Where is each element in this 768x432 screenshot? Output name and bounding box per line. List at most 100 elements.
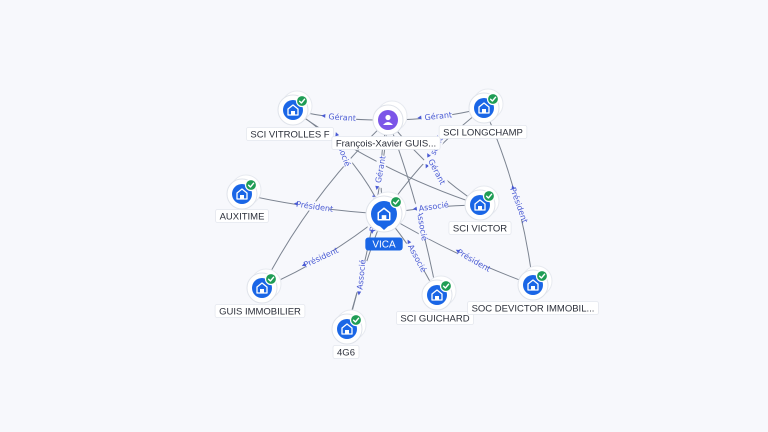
node-label-bg xyxy=(396,311,474,325)
building-door xyxy=(381,215,387,220)
arrow-icon xyxy=(455,249,461,254)
person-icon xyxy=(383,114,393,125)
arrow-icon xyxy=(412,206,418,211)
node-label-text: AUXITIME xyxy=(220,212,265,223)
building-icon xyxy=(341,323,353,335)
check-mark xyxy=(538,273,546,279)
verified-badge xyxy=(349,313,363,327)
verified-check-icon xyxy=(295,94,309,108)
check-mark xyxy=(247,182,255,188)
verified-check-icon xyxy=(482,189,496,203)
verified-check-icon xyxy=(349,313,363,327)
edge-label-text: Président xyxy=(455,247,492,274)
arrow-icon xyxy=(427,153,431,158)
node-label-text: SCI VICTOR xyxy=(453,224,507,235)
edge-label-text: Gérant xyxy=(328,111,356,123)
node-label-soc-devictor[interactable]: SOC DEVICTOR IMMOBIL... xyxy=(467,301,599,315)
building-icon xyxy=(341,323,353,335)
building-icon xyxy=(527,279,539,291)
building-icon xyxy=(236,188,248,200)
edge-label-bg xyxy=(424,153,449,187)
building-icon xyxy=(478,102,490,114)
nodes-layer xyxy=(226,88,553,345)
building-icon xyxy=(431,289,443,301)
edge-label-0: Gérant xyxy=(321,110,357,124)
edge-label-10: Président xyxy=(455,247,492,274)
node-label-vica[interactable]: VICA xyxy=(365,237,403,251)
node-label-sci-vitrolles[interactable]: SCI VITROLLES F xyxy=(246,127,334,141)
edge-label-bg xyxy=(323,110,357,124)
node-label-auxitime[interactable]: AUXITIME xyxy=(215,209,269,223)
node-label-bg xyxy=(214,304,306,318)
edge-label-bg xyxy=(414,207,430,241)
edge-label-text: Gérant xyxy=(426,157,448,186)
edge-label-11: Associé xyxy=(354,259,368,296)
building-icon xyxy=(478,102,490,114)
edge-label-9: Président xyxy=(301,245,340,270)
node-guis-immobilier[interactable] xyxy=(246,268,282,304)
edge-label-text: Président xyxy=(508,186,530,224)
check-mark xyxy=(442,283,450,289)
edge-label-text: Président xyxy=(302,245,340,270)
arrow-icon xyxy=(335,132,340,137)
person-body xyxy=(383,122,393,125)
edge-label-text: Associé xyxy=(415,210,430,242)
building-door xyxy=(240,195,244,199)
building-icon xyxy=(256,282,268,294)
node-label-bg xyxy=(215,209,269,223)
building-icon xyxy=(287,104,299,116)
building-icon xyxy=(256,282,268,294)
verified-check-icon xyxy=(439,279,453,293)
building-door xyxy=(478,206,482,210)
node-4g6[interactable] xyxy=(331,309,367,345)
node-sci-vitrolles[interactable] xyxy=(277,90,313,126)
verified-check-icon xyxy=(486,92,500,106)
verified-badge xyxy=(535,269,549,283)
verified-badge xyxy=(244,178,258,192)
node-label-sci-longchamp[interactable]: SCI LONGCHAMP xyxy=(438,125,528,139)
node-label-4g6[interactable]: 4G6 xyxy=(332,345,360,359)
building-icon xyxy=(474,199,486,211)
node-soc-devictor[interactable] xyxy=(517,265,553,301)
node-label-bg xyxy=(448,221,512,235)
node-label-bg xyxy=(438,125,528,139)
building-icon xyxy=(527,279,539,291)
node-sci-victor[interactable] xyxy=(464,185,500,221)
node-label-text: SCI GUICHARD xyxy=(400,314,469,325)
building-icon xyxy=(377,207,391,221)
building-door xyxy=(345,330,349,334)
node-label-text: François-Xavier GUIS... xyxy=(336,139,436,150)
node-vica[interactable] xyxy=(365,191,407,233)
node-sci-longchamp[interactable] xyxy=(468,88,504,124)
node-label-fx-guis[interactable]: François-Xavier GUIS... xyxy=(331,136,441,150)
person-icon xyxy=(385,114,391,121)
building-door xyxy=(482,109,486,113)
verified-check-icon xyxy=(244,178,258,192)
edge-label-8: Associé xyxy=(412,199,449,214)
arrow-icon xyxy=(301,262,307,267)
edge-label-text: Gérant xyxy=(373,155,388,184)
check-mark xyxy=(298,98,306,104)
verified-badge xyxy=(439,279,453,293)
edge-label-7: Président xyxy=(293,199,334,214)
building-icon xyxy=(377,207,391,221)
node-auxitime[interactable] xyxy=(226,174,262,210)
node-label-text: SCI LONGCHAMP xyxy=(443,128,523,139)
node-label-sci-guichard[interactable]: SCI GUICHARD xyxy=(396,311,474,325)
edge-label-text: Associé xyxy=(406,243,429,274)
check-mark xyxy=(392,199,400,205)
check-mark xyxy=(485,193,493,199)
node-label-bg xyxy=(332,345,360,359)
node-label-guis-immobilier[interactable]: GUIS IMMOBILIER xyxy=(214,304,306,318)
node-label-sci-victor[interactable]: SCI VICTOR xyxy=(448,221,512,235)
node-fx-guis[interactable] xyxy=(372,100,408,136)
arrow-icon xyxy=(357,291,362,296)
arrow-icon xyxy=(321,113,326,118)
arrow-icon xyxy=(425,163,430,169)
edge-vica-soc-devictor xyxy=(383,213,534,286)
node-sci-guichard[interactable] xyxy=(421,275,457,311)
verified-badge xyxy=(482,189,496,203)
verified-badge xyxy=(264,272,278,286)
node-label-bg xyxy=(331,136,441,150)
